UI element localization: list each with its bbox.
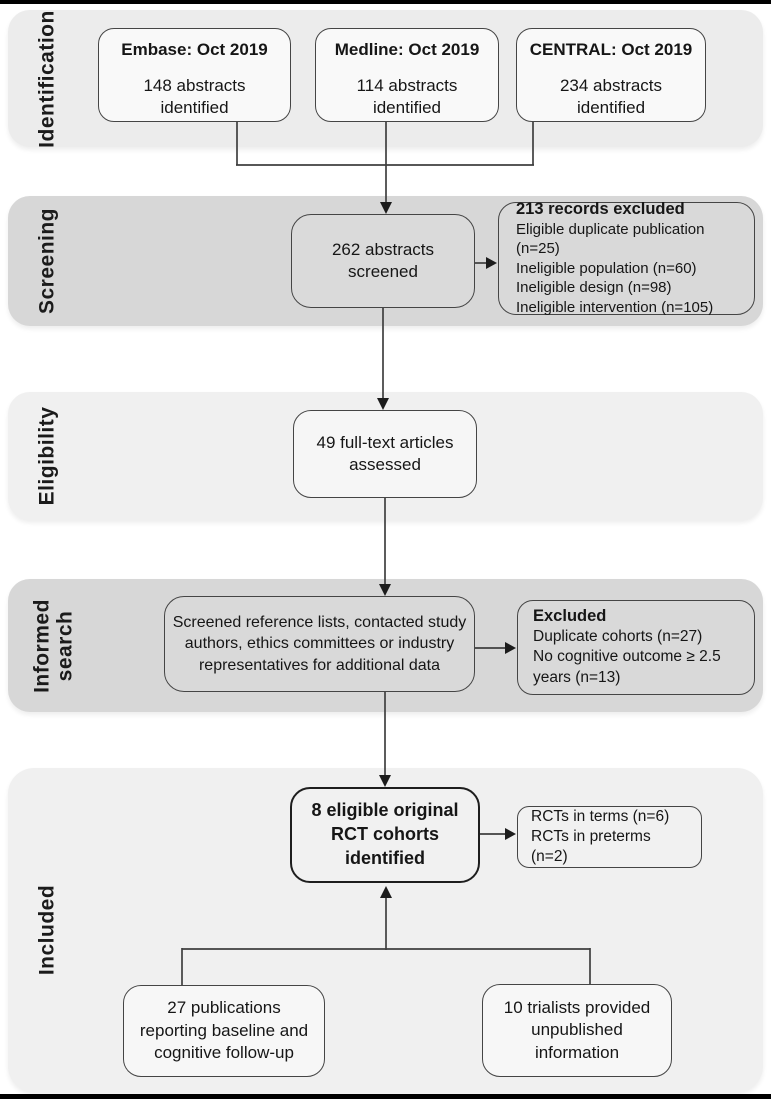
medline-box: Medline: Oct 2019 114 abstracts identifi… [315, 28, 499, 122]
informed-excluded-box: Excluded Duplicate cohorts (n=27) No cog… [517, 600, 755, 695]
figure-top-border [0, 0, 771, 4]
informed-search-text: Screened reference lists, contacted stud… [172, 614, 467, 674]
rct-types-text: RCTs in terms (n=6) RCTs in preterms (n=… [531, 807, 670, 866]
central-box: CENTRAL: Oct 2019 234 abstracts identifi… [516, 28, 706, 122]
screening-excluded-title: 213 records excluded [516, 199, 685, 218]
embase-box: Embase: Oct 2019 148 abstracts identifie… [98, 28, 291, 122]
embase-box-title: Embase: Oct 2019 [121, 40, 268, 59]
rct-types-box: RCTs in terms (n=6) RCTs in preterms (n=… [517, 806, 702, 868]
central-box-body: 234 abstracts identified [559, 76, 663, 118]
informed-excluded-title: Excluded [533, 607, 607, 626]
figure-bottom-border [0, 1094, 771, 1099]
arrowhead-included-side [505, 828, 516, 840]
trialists-text: 10 trialists provided unpublished inform… [503, 997, 651, 1062]
arrowhead-screening-exclude [486, 257, 497, 269]
arrowhead-to-informed [379, 584, 391, 596]
arrowhead-up-to-eligible [380, 886, 392, 898]
central-box-title: CENTRAL: Oct 2019 [529, 40, 693, 59]
medline-box-title: Medline: Oct 2019 [334, 40, 480, 59]
informed-excluded-reasons: Duplicate cohorts (n=27) No cognitive ou… [533, 628, 721, 686]
medline-box-body: 114 abstracts identified [356, 76, 458, 118]
fulltext-assessed-text: 49 full-text articles assessed [316, 432, 454, 474]
arrowhead-to-eligibility [377, 398, 389, 410]
eligible-cohorts-text: 8 eligible original RCT cohorts identifi… [311, 800, 459, 868]
trialists-box: 10 trialists provided unpublished inform… [482, 984, 672, 1077]
embase-box-body: 148 abstracts identified [143, 76, 246, 118]
abstracts-screened-text: 262 abstracts screened [331, 239, 435, 281]
screening-excluded-reasons: Eligible duplicate publication (n=25) In… [516, 220, 714, 316]
abstracts-screened-box: 262 abstracts screened [291, 214, 475, 308]
fulltext-assessed-box: 49 full-text articles assessed [293, 410, 477, 498]
publications-text: 27 publications reporting baseline and c… [139, 998, 309, 1063]
publications-box: 27 publications reporting baseline and c… [123, 985, 325, 1077]
screening-excluded-box: 213 records excluded Eligible duplicate … [498, 199, 755, 316]
arrowhead-to-included [379, 775, 391, 787]
informed-search-box: Screened reference lists, contacted stud… [164, 596, 475, 692]
eligible-cohorts-box: 8 eligible original RCT cohorts identifi… [290, 787, 480, 883]
arrowhead-informed-exclude [505, 642, 516, 654]
arrowhead-to-screening [380, 202, 392, 214]
